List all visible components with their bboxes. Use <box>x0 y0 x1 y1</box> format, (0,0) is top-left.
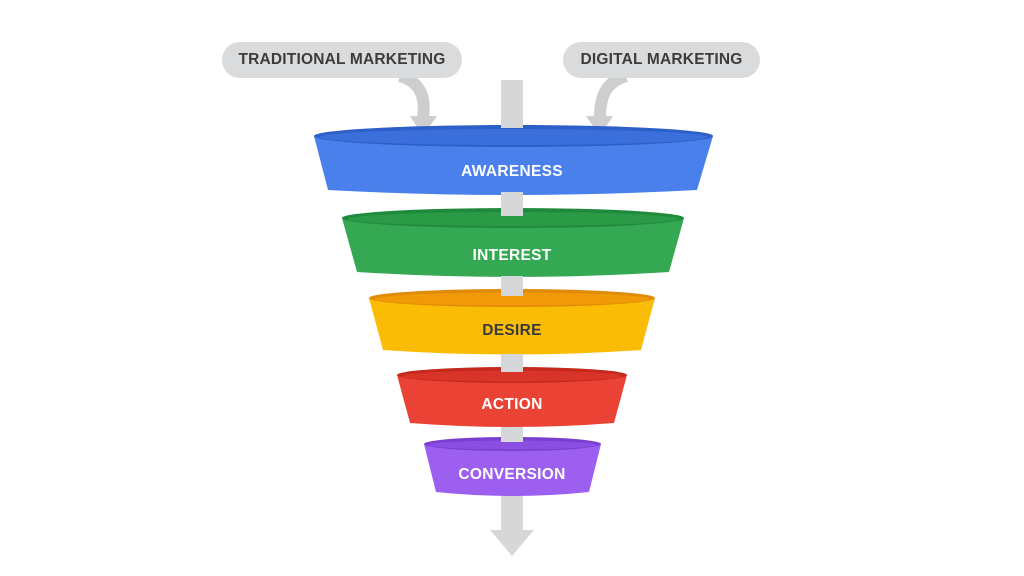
stage-conversion: CONVERSION <box>424 437 601 496</box>
stage-label-desire: DESIRE <box>482 322 542 339</box>
stage-awareness: AWARENESS <box>314 125 713 195</box>
stage-action: ACTION <box>397 367 627 427</box>
stage-label-conversion: CONVERSION <box>458 466 565 483</box>
stage-desire: DESIRE <box>369 289 655 355</box>
stage-label-awareness: AWARENESS <box>461 163 563 180</box>
traditional-marketing-label: TRADITIONAL MARKETING <box>222 42 462 78</box>
stage-interest: INTEREST <box>342 208 684 277</box>
digital-marketing-label: DIGITAL MARKETING <box>563 42 760 78</box>
stage-label-action: ACTION <box>481 396 542 413</box>
central-bar-segments <box>501 80 523 532</box>
stage-label-interest: INTEREST <box>472 247 551 264</box>
